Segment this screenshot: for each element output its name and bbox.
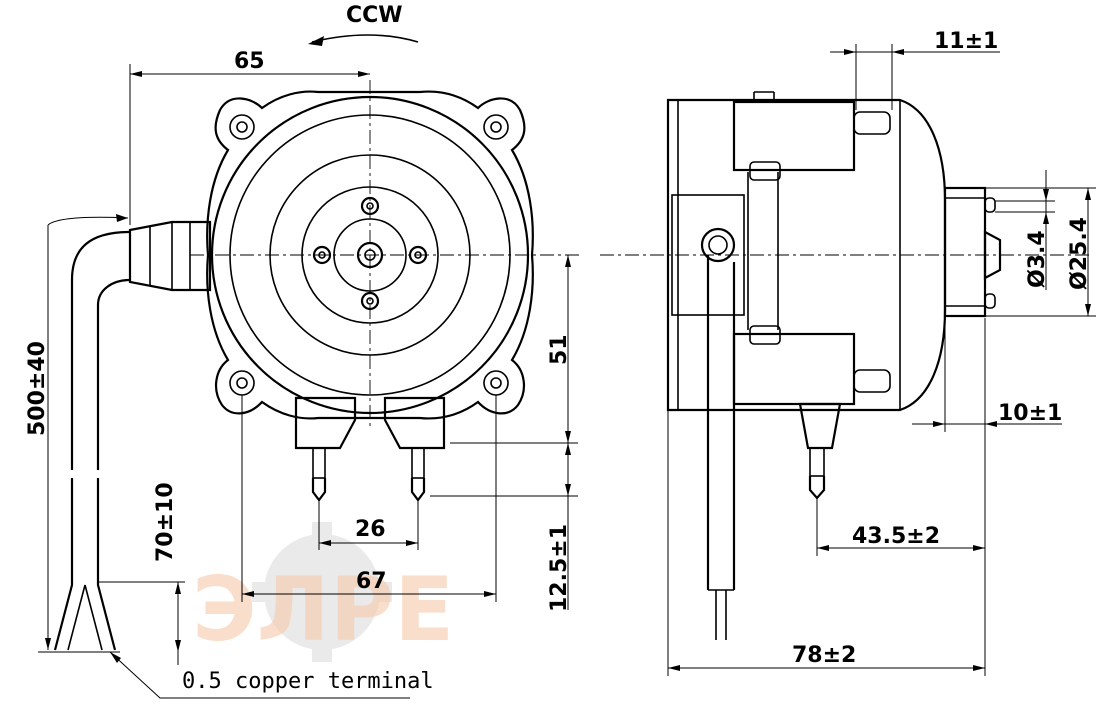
svg-text:43.5±2: 43.5±2 — [852, 524, 940, 549]
svg-text:65: 65 — [234, 49, 265, 74]
housing-ring-3 — [269, 154, 471, 356]
side-view: 11±1 Ø3.4 Ø25.4 10±1 — [600, 29, 1096, 676]
svg-text:12.5±1: 12.5±1 — [547, 524, 572, 612]
dim-mount-hole-spacing: 67 — [241, 395, 497, 602]
hub-screws — [312, 196, 428, 311]
svg-text:0.5 copper terminal: 0.5 copper terminal — [182, 669, 434, 694]
dim-shaft-diameter: Ø3.4 — [995, 170, 1055, 290]
svg-text:10±1: 10±1 — [998, 401, 1062, 426]
dim-hub-diameter: Ø25.4 — [985, 187, 1096, 317]
housing-ring-4 — [301, 186, 439, 324]
side-cable — [706, 255, 736, 640]
mount-hole-bottom-left — [229, 370, 255, 396]
svg-text:70±10: 70±10 — [153, 482, 178, 562]
svg-text:11±1: 11±1 — [934, 29, 998, 54]
svg-text:67: 67 — [356, 569, 387, 594]
dim-hub-thickness: 10±1 — [912, 318, 1062, 432]
svg-text:26: 26 — [355, 517, 386, 542]
hub-ring — [333, 218, 407, 292]
side-motor-body — [666, 91, 947, 412]
shaft-bore — [364, 249, 376, 261]
watermark-logo: ЭЛРЕ — [192, 522, 454, 662]
terminal-block-left — [294, 396, 357, 502]
rotation-indicator: CCW — [308, 3, 419, 46]
power-cable — [53, 230, 131, 651]
dim-overall-depth: 78±2 — [667, 410, 986, 676]
dim-shaft-length: 11±1 — [830, 29, 1000, 110]
dim-strip-length: 70±10 — [98, 482, 185, 665]
dim-width-to-center: 65 — [129, 49, 370, 225]
mount-hole-top-left — [229, 114, 255, 140]
terminal-block-right — [383, 396, 446, 502]
housing-outer-ring — [210, 95, 530, 415]
svg-text:500±40: 500±40 — [25, 341, 50, 436]
shaft-hole — [356, 241, 384, 269]
dim-height-51: 51 — [450, 255, 578, 444]
housing-ring-2 — [229, 114, 511, 396]
mount-hole-top-right — [483, 114, 509, 140]
front-view: CCW 65 51 12.5±1 26 — [25, 3, 580, 699]
svg-text:Ø3.4: Ø3.4 — [1025, 230, 1050, 288]
arrow-left-icon — [308, 36, 324, 46]
mounting-flange — [206, 90, 534, 420]
side-terminal — [798, 402, 842, 500]
dim-terminal-spacing: 26 — [318, 500, 419, 550]
terminal-note: 0.5 copper terminal — [109, 651, 434, 699]
dim-terminal-offset: 43.5±2 — [816, 432, 986, 556]
dim-lead-length: 500±40 — [25, 214, 129, 653]
side-shaft-hub — [943, 186, 1002, 318]
gear-icon — [252, 522, 392, 662]
dim-terminal-length: 12.5±1 — [430, 443, 578, 612]
svg-text:78±2: 78±2 — [792, 643, 856, 668]
mount-hole-bottom-right — [483, 370, 509, 396]
watermark-text: ЭЛРЕ — [192, 558, 454, 661]
svg-text:Ø25.4: Ø25.4 — [1067, 217, 1092, 290]
svg-text:51: 51 — [547, 334, 572, 365]
cable-gland — [128, 220, 212, 292]
rotation-label: CCW — [346, 3, 403, 28]
